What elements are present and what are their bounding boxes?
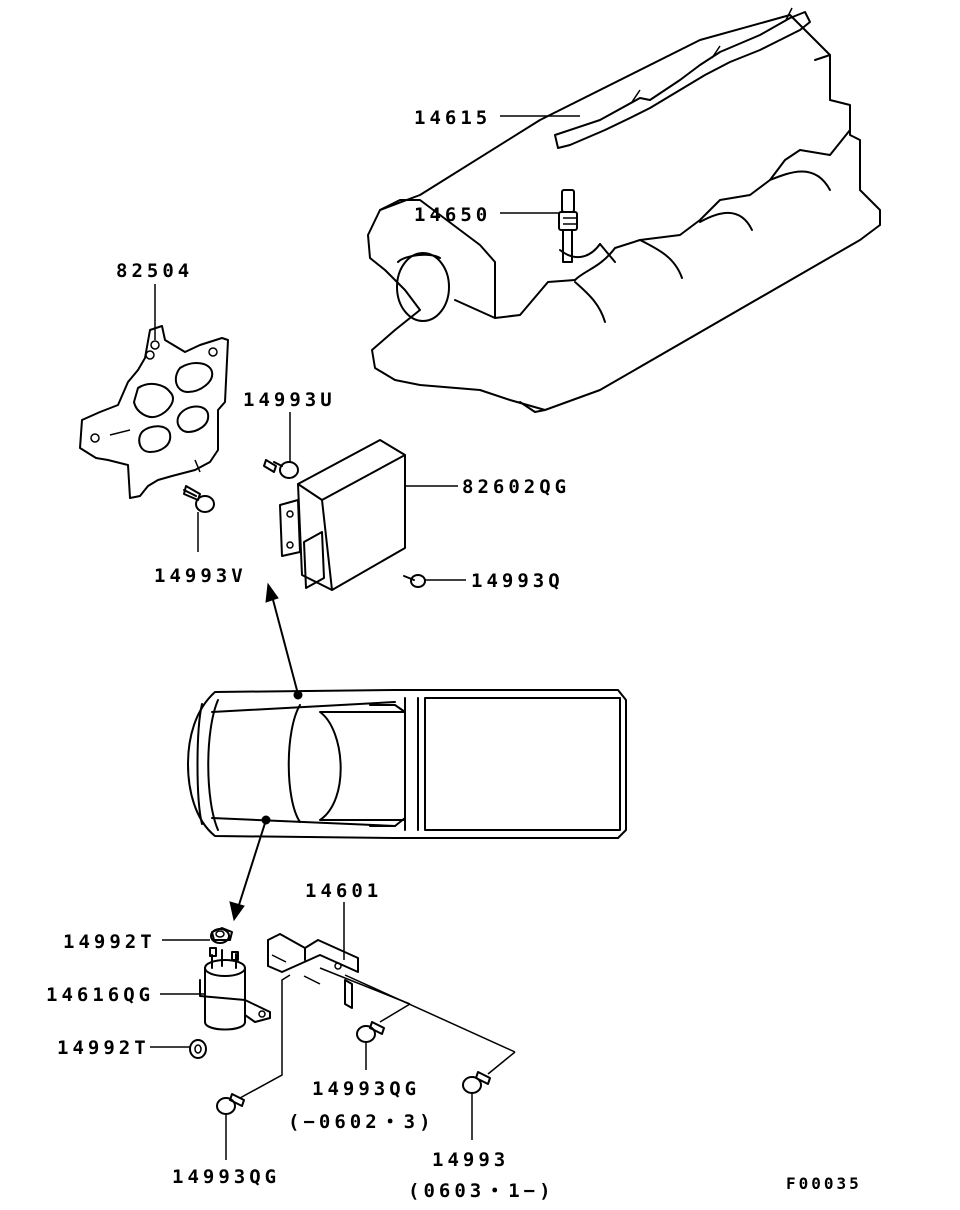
label-14601: 14601 [305, 880, 382, 902]
arrow-to-glow-relay [229, 815, 271, 922]
label-14993QG-low: 14993QG [172, 1166, 280, 1188]
bracket-82504 [79, 325, 229, 499]
bolt-14993QG-mid [356, 1021, 385, 1043]
bracket-14601 [267, 933, 359, 1009]
glow-plug [558, 189, 578, 263]
label-14993QG-mid: 14993QG [312, 1078, 420, 1100]
bolt-14993U [263, 459, 299, 479]
bolt-14993V [183, 485, 215, 513]
label-14993: 14993 [432, 1149, 509, 1171]
vehicle-top-view [187, 689, 627, 839]
glow-plug-connector-bar [554, 7, 811, 149]
label-82504: 82504 [116, 260, 193, 282]
label-14993Q: 14993Q [471, 570, 564, 592]
label-14615: 14615 [414, 107, 491, 129]
bolt-14993QG-low [216, 1093, 245, 1115]
label-82602QG: 82602QG [462, 476, 570, 498]
leader-lines [150, 115, 580, 1160]
figure-code: F00035 [786, 1174, 862, 1193]
label-14993V: 14993V [154, 565, 247, 587]
nut-14992T-bottom [189, 1039, 207, 1059]
label-14993-range: (0603・1−) [408, 1180, 555, 1202]
label-14993QG-mid-range: (−0602・3) [288, 1111, 435, 1133]
bolt-14993Q [403, 574, 426, 588]
label-14650: 14650 [414, 204, 491, 226]
nut-14992T-top [210, 928, 230, 944]
arrow-to-control-unit [265, 582, 303, 700]
bolt-14993 [462, 1071, 491, 1094]
control-unit-82602QG [279, 439, 406, 591]
glow-relay-14616QG [199, 927, 271, 1031]
label-14616QG: 14616QG [46, 984, 154, 1006]
label-14992T-bottom: 14992T [57, 1037, 150, 1059]
label-14992T-top: 14992T [63, 931, 156, 953]
engine-cylinder-head [367, 14, 881, 413]
label-14993U: 14993U [243, 389, 336, 411]
callout-labels: 14615 14650 82504 14993U 82602QG 14993V … [46, 107, 862, 1202]
